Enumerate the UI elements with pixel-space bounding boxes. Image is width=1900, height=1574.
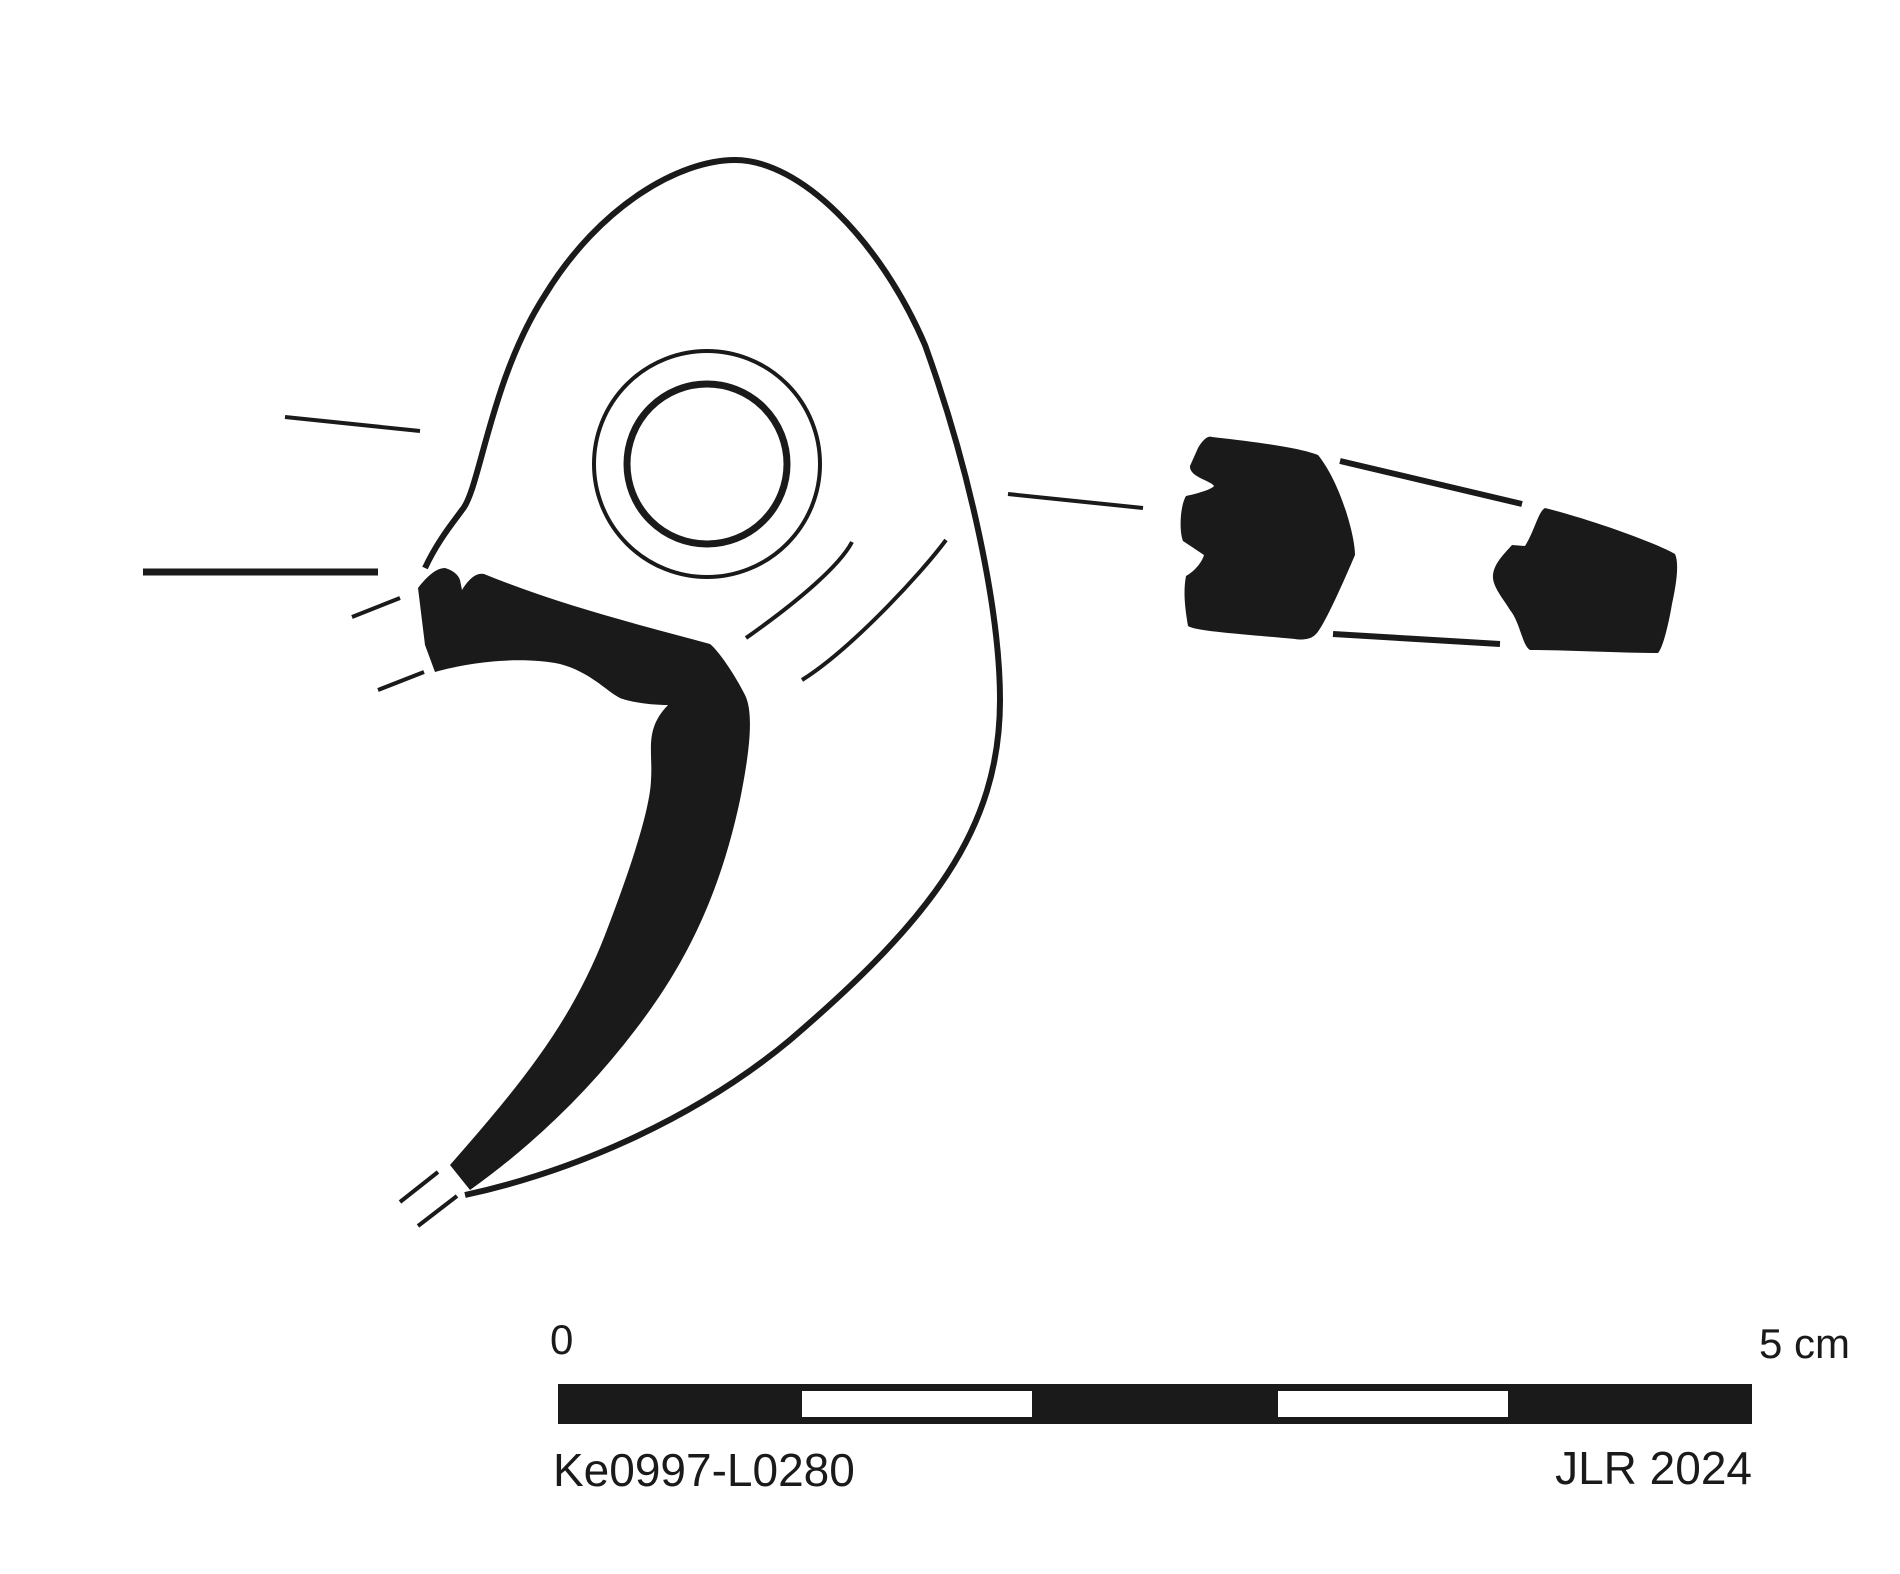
guide-line-5 [416, 1194, 459, 1228]
guide-line-3 [377, 670, 425, 692]
scale-start-label: 0 [550, 1316, 573, 1363]
profile-view [1007, 436, 1678, 653]
front-view [143, 157, 1003, 1228]
catalog-id-label: Ke0997-L0280 [553, 1444, 855, 1496]
profile-guide-line [1007, 492, 1144, 510]
vessel-outline [422, 157, 1003, 1198]
scale-bar: 0 5 cm [550, 1316, 1850, 1424]
outer-ring [592, 349, 822, 579]
profile-bottom-line [1332, 631, 1501, 647]
scale-bar-segment-2 [1278, 1391, 1508, 1417]
scale-end-label: 5 cm [1759, 1320, 1850, 1367]
inner-ring [623, 380, 791, 548]
rim-section [418, 568, 750, 1190]
guide-line-2 [351, 596, 401, 619]
guide-line-1 [284, 415, 421, 433]
incised-line-1 [744, 541, 854, 640]
author-credit-label: JLR 2024 [1555, 1442, 1752, 1494]
scale-bar-frame [558, 1384, 1752, 1424]
profile-section-left [1180, 436, 1355, 640]
profile-top-line [1339, 458, 1523, 507]
profile-section-right [1492, 508, 1678, 653]
guide-line-4 [398, 1170, 440, 1204]
incised-line-2 [800, 538, 948, 682]
scale-bar-segment-1 [802, 1391, 1032, 1417]
